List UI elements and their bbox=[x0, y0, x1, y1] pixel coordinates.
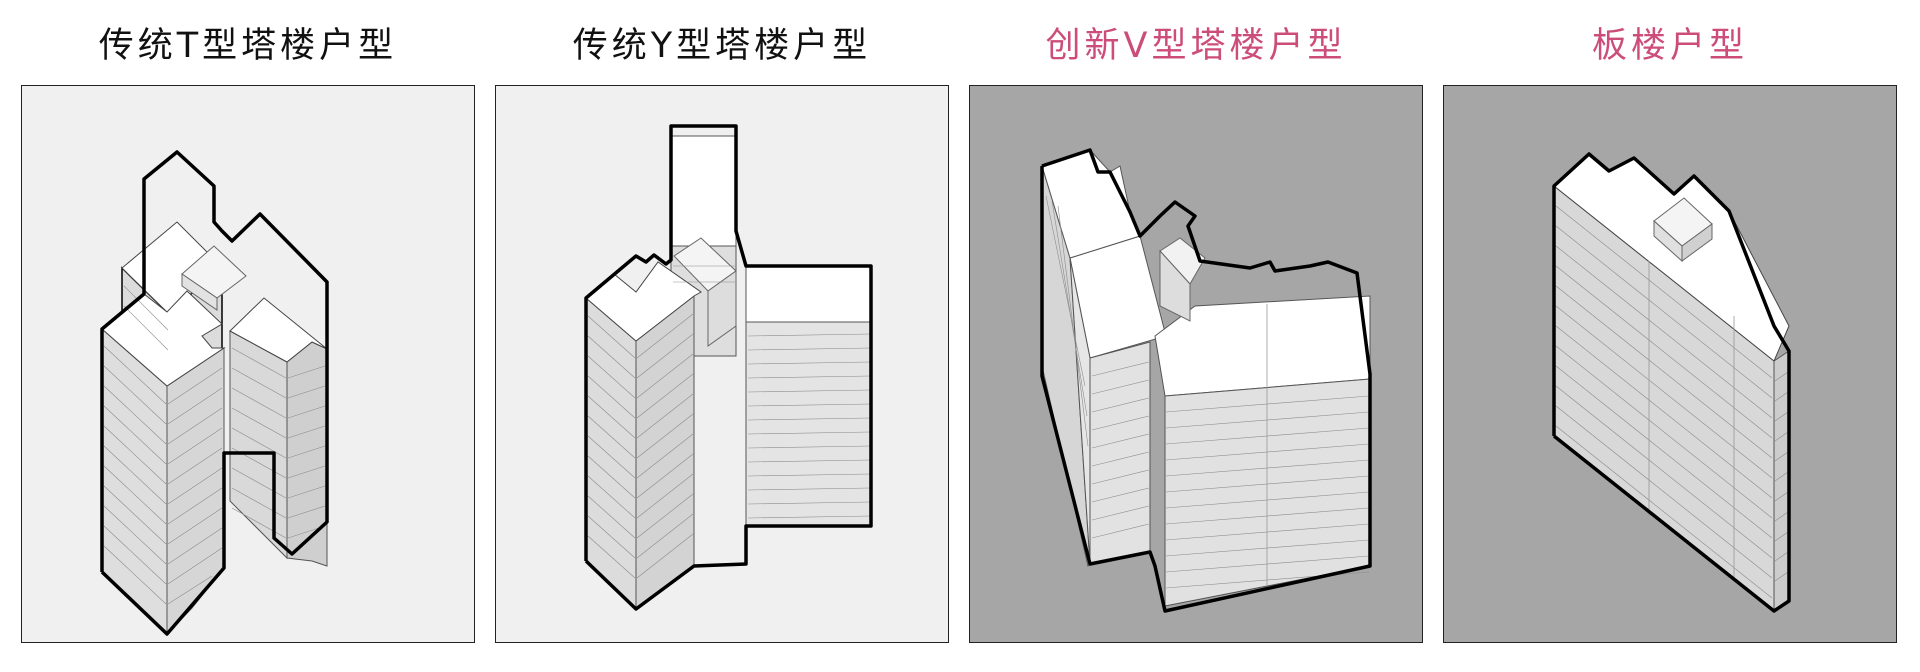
panel-v-type bbox=[969, 85, 1423, 643]
panel-title-v-type: 创新V型塔楼户型 bbox=[1045, 26, 1347, 66]
panel-title-t-type: 传统T型塔楼户型 bbox=[98, 26, 398, 66]
t-type-tower-icon bbox=[100, 150, 329, 636]
panel-t-type bbox=[21, 85, 475, 643]
slab-building-icon bbox=[1552, 152, 1791, 613]
panel-title-slab: 板楼户型 bbox=[1591, 26, 1748, 66]
panel-y-type bbox=[495, 85, 949, 643]
y-type-tower-icon bbox=[584, 124, 873, 611]
panel-title-y-type: 传统Y型塔楼户型 bbox=[572, 26, 872, 66]
panel-slab bbox=[1443, 85, 1897, 643]
v-type-tower-icon bbox=[1040, 148, 1372, 613]
